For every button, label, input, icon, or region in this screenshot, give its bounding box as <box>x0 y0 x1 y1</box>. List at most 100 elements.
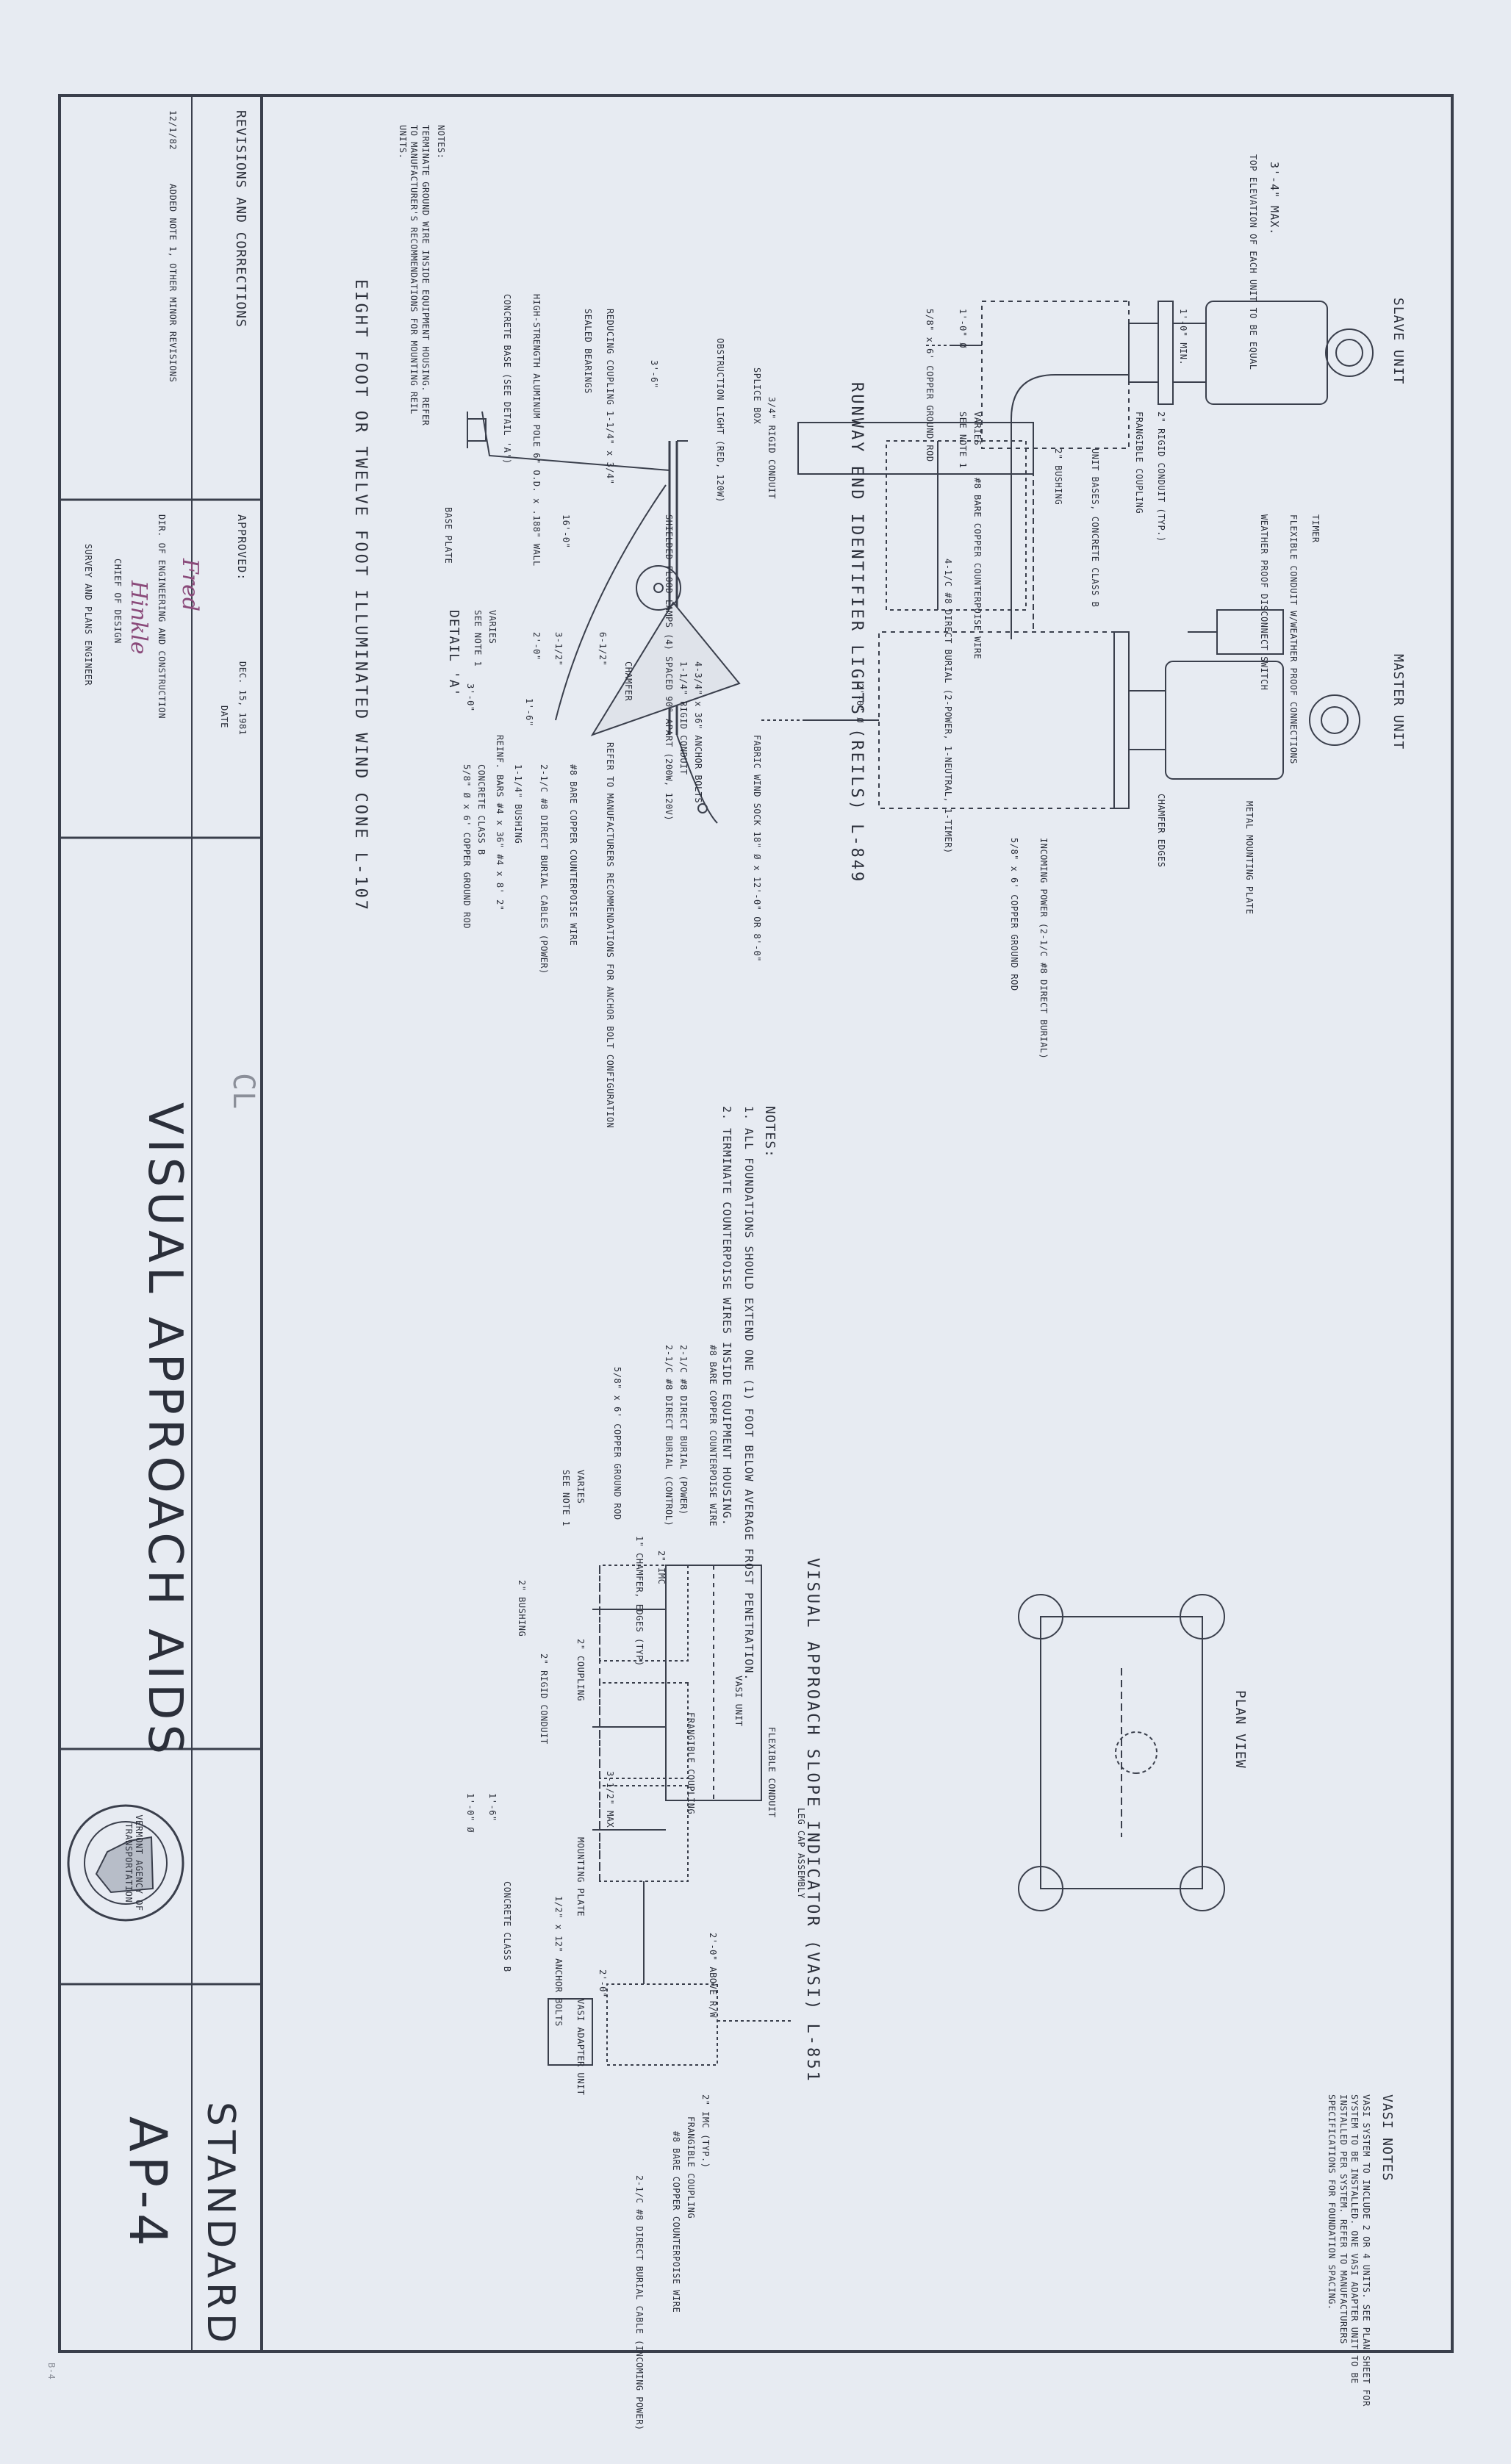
approval-date-value: DEC. 15, 1981 <box>237 661 248 736</box>
reil-unit-bases: UNIT BASES, CONCRETE CLASS B <box>1090 448 1100 608</box>
vasi-varies: VARIES <box>575 1470 586 1504</box>
windcone-counterpoise: #8 BARE COPPER COUNTERPOISE WIRE <box>568 764 578 947</box>
windcone-concrete: CONCRETE CLASS B <box>476 764 487 855</box>
windcone-base-plate: BASE PLATE <box>443 507 453 564</box>
reil-title: RUNWAY END IDENTIFIER LIGHTS (REILS) L-8… <box>847 382 866 884</box>
reil-top-elevation: TOP ELEVATION OF EACH UNIT TO BE EQUAL <box>1248 154 1258 370</box>
general-notes-header: NOTES: <box>762 1106 778 1159</box>
vasi-frangible: FRANGIBLE COUPLING <box>686 1712 696 1815</box>
windcone-pole: HIGH-STRENGTH ALUMINUM POLE 6" O.D. x .1… <box>531 294 542 567</box>
vasi-counterpoise: #8 BARE COPPER COUNTERPOISE WIRE <box>708 1345 718 1527</box>
approval-signer-1: DIR. OF ENGINEERING AND CONSTRUCTION <box>157 514 167 719</box>
windcone-title: EIGHT FOOT OR TWELVE FOOT ILLUMINATED WI… <box>351 279 370 912</box>
vasi-mounting-plate: MOUNTING PLATE <box>575 1837 586 1917</box>
master-unit-label: MASTER UNIT <box>1390 654 1406 750</box>
windcone-detail: DETAIL 'A' <box>446 610 462 697</box>
reil-rigid-conduit: 2" RIGID CONDUIT (TYP.) <box>1156 412 1166 542</box>
windcone-d2: 6-1/2" <box>597 632 608 667</box>
vasi-bushing: 2" BUSHING <box>517 1580 527 1637</box>
reil-disconnect: WEATHER PROOF DISCONNECT SWITCH <box>1259 514 1269 691</box>
windcone-rigid: 3/4" RIGID CONDUIT <box>767 397 777 500</box>
vasi-counterpoise2: #8 BARE COPPER COUNTERPOISE WIRE <box>671 2131 681 2313</box>
vasi-adapter: VASI ADAPTER UNIT <box>575 1999 586 2096</box>
approval-date-label: DATE <box>219 705 229 728</box>
revision-date: 12/1/82 <box>168 110 178 151</box>
windcone-obstruction: OBSTRUCTION LIGHT (RED, 120W) <box>715 338 725 503</box>
vasi-unit-label: VASI UNIT <box>733 1675 744 1727</box>
reil-bushing: 2" BUSHING <box>1053 448 1063 506</box>
reil-one-ft-min: 1'-0" MIN. <box>1178 309 1188 366</box>
vasi-d2: 1'-0" Ø <box>465 1793 475 1833</box>
vasi-leg-cap: LEG CAP ASSEMBLY <box>796 1808 806 1899</box>
reil-varies: VARIES <box>972 412 983 446</box>
windcone-flood: SHIELDED FLOOD LAMPS (4) SPACED 90° APAR… <box>664 514 674 822</box>
vasi-notes-header: VASI NOTES <box>1379 2094 1395 2182</box>
vasi-anchor: 1/2" x 12" ANCHOR BOLTS <box>553 1896 564 2027</box>
windcone-d4: 1'-6" <box>524 698 534 727</box>
standard-label: STANDARD <box>198 2102 243 2348</box>
reil-ground-rod: 5/8" x 6' COPPER GROUND ROD <box>1009 838 1019 991</box>
sheet-title: VISUAL APPROACH AIDS <box>137 1102 192 1759</box>
reil-master-unit-drawing <box>761 456 1360 809</box>
windcone-rebar: REINF. BARS #4 x 36" #4 x 8' 2" <box>495 735 505 911</box>
vasi-flex: FLEXIBLE CONDUIT <box>767 1727 777 1818</box>
sheet-mark-b4: B-4 <box>46 2363 57 2380</box>
windcone-dim16: 16'-0" <box>561 514 571 549</box>
vasi-above-rw: 2'-0" ABOVE R/W <box>708 1933 718 2018</box>
windcone-d1: 2'-0" <box>531 632 542 661</box>
vasi-d4: 3-1/2" MAX <box>605 1771 615 1828</box>
vasi-title: VISUAL APPROACH SLOPE INDICATOR (VASI) L… <box>803 1558 822 2083</box>
vasi-imc: 2" IMC <box>656 1551 667 1585</box>
windcone-sock: FABRIC WIND SOCK 18" Ø x 12'-0" OR 8'-0" <box>752 735 762 962</box>
reil-counterpoise: #8 BARE COPPER COUNTERPOISE WIRE <box>972 478 983 660</box>
slave-unit-label: SLAVE UNIT <box>1390 298 1406 385</box>
approved-label: APPROVED: <box>235 514 248 581</box>
reil-max-width: 3'-4" MAX. <box>1268 162 1281 236</box>
reil-chamfer: CHAMFER EDGES <box>1156 794 1166 868</box>
windcone-bushing: 1-1/4" BUSHING <box>513 764 523 844</box>
standard-number: AP-4 <box>118 2116 178 2251</box>
vasi-rigid: 2" RIGID CONDUIT <box>539 1653 549 1745</box>
reil-notes-body: TERMINATE GROUND WIRE INSIDE EQUIPMENT H… <box>397 125 431 426</box>
sheet-mark-cl: CL <box>226 1073 260 1110</box>
reil-flex-conduit: FLEXIBLE CONDUIT W/WEATHER PROOF CONNECT… <box>1288 514 1299 764</box>
windcone-d3: 3'-0" <box>465 683 475 712</box>
reil-slave-unit-drawing <box>923 301 1374 456</box>
vasi-direct-control: 2-1/C #8 DIRECT BURIAL (CONTROL) <box>664 1345 674 1527</box>
general-note-2: 2. TERMINATE COUNTERPOISE WIRES INSIDE E… <box>720 1106 733 1526</box>
agency-seal-graphic <box>67 1804 184 1922</box>
general-note-1: 1. ALL FOUNDATIONS SHOULD EXTEND ONE (1)… <box>742 1106 756 1681</box>
windcone-dim36: 3'-6" <box>649 360 659 389</box>
windcone-sealed: SEALED BEARINGS <box>583 309 593 394</box>
reil-metal-plate: METAL MOUNTING PLATE <box>1244 801 1255 915</box>
vasi-drawing <box>548 1565 1225 2066</box>
reil-notes-header: NOTES: <box>436 125 446 159</box>
approval-signer-2: CHIEF OF DESIGN <box>112 558 123 644</box>
vasi-see-note: SEE NOTE 1 <box>561 1470 571 1527</box>
vasi-d1: 1'-6" <box>487 1793 498 1822</box>
reil-cables: 4-1/C #8 DIRECT BURIAL (2-POWER, 1-NEUTR… <box>943 558 953 854</box>
vasi-incoming: 2-1/C #8 DIRECT BURIAL CABLE (INCOMING P… <box>634 2175 645 2431</box>
vasi-notes-body: VASI SYSTEM TO INCLUDE 2 OR 4 UNITS. SEE… <box>1327 2094 1371 2407</box>
revision-entry: ADDED NOTE 1, OTHER MINOR REVISIONS <box>168 184 178 383</box>
approval-signer-3: SURVEY AND PLANS ENGINEER <box>83 544 93 686</box>
approval-signature-1: Fred <box>177 558 203 612</box>
approval-signature-2: Hinkle <box>126 581 151 655</box>
windcone-see-note: SEE NOTE 1 <box>473 610 483 667</box>
reil-frangible: FRANGIBLE COUPLING <box>1134 412 1144 514</box>
windcone-chamfer: CHAMFER <box>623 661 634 702</box>
revisions-header: REVISIONS AND CORRECTIONS <box>233 110 248 328</box>
windcone-ground-rod: 5/8" Ø x 6' COPPER GROUND ROD <box>462 764 472 930</box>
windcone-base: CONCRETE BASE (SEE DETAIL 'A') <box>502 294 512 464</box>
vasi-coupling: 2" COUPLING <box>575 1639 586 1701</box>
windcone-d5: 3-1/2" <box>553 632 564 667</box>
vasi-imc-typ: 2" IMC (TYP.) <box>700 2094 711 2169</box>
agency-seal-text: VERMONT AGENCY OF TRANSPORTATION <box>123 1814 144 1911</box>
vasi-ground-rod: 5/8" x 6' COPPER GROUND ROD <box>612 1367 622 1520</box>
vasi-plan-view: PLAN VIEW <box>1232 1690 1248 1769</box>
windcone-refer: REFER TO MANUFACTURERS RECOMMENDATIONS F… <box>605 742 615 1129</box>
reil-see-note: SEE NOTE 1 <box>958 412 968 469</box>
